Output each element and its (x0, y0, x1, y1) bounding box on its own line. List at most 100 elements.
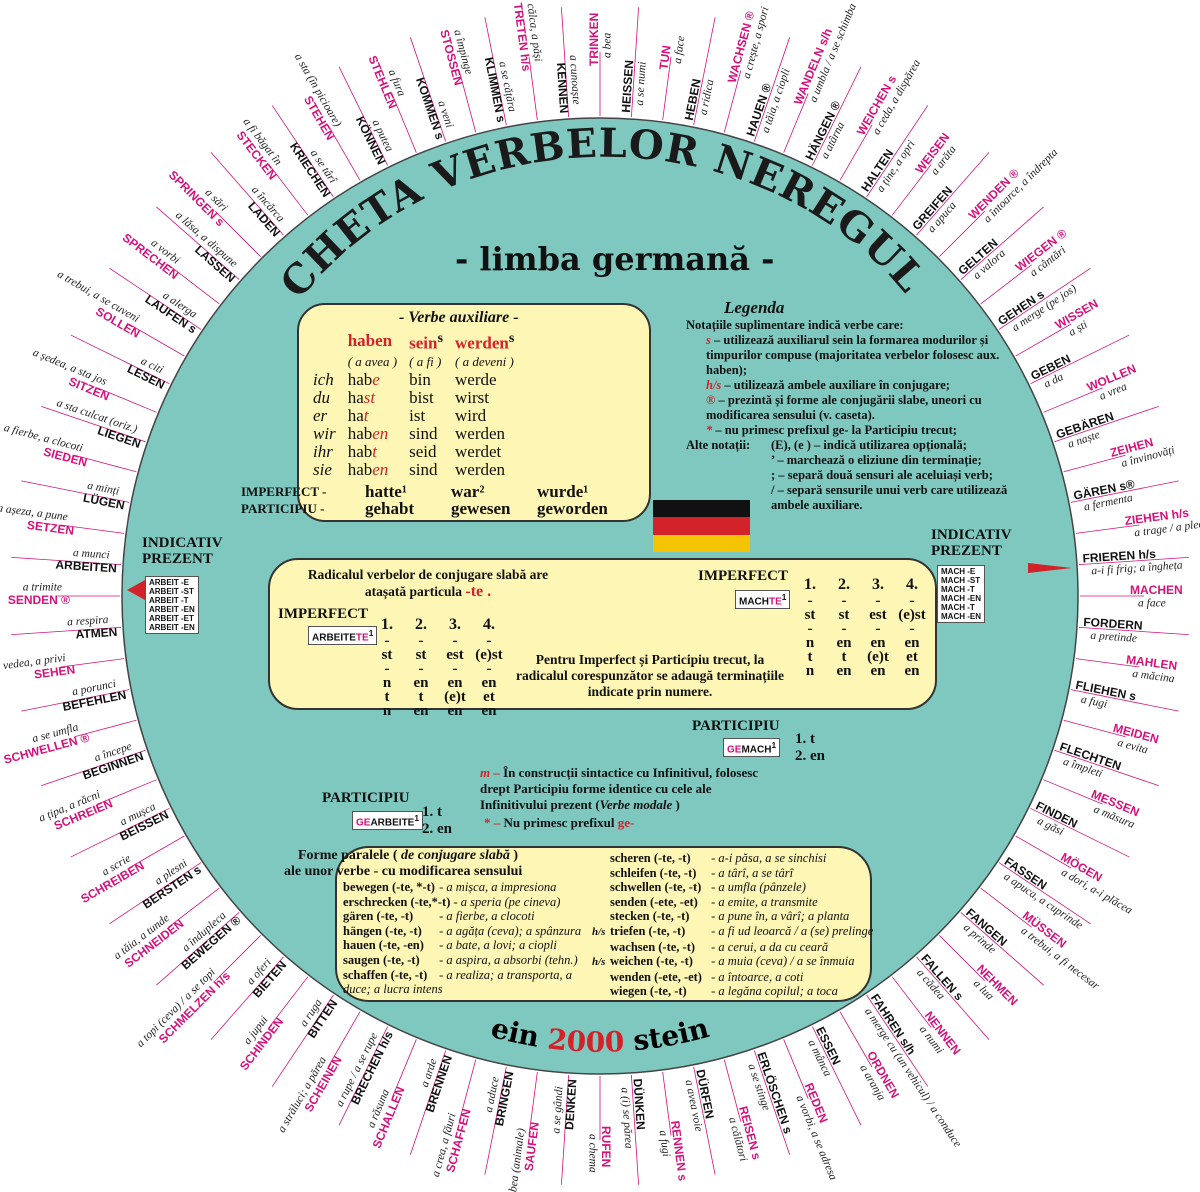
ring-divider (109, 267, 202, 330)
indicativ-form: MACH -T (941, 603, 975, 612)
ring-divider (1063, 719, 1126, 738)
ring-divider (939, 211, 985, 257)
ring-divider (1070, 689, 1179, 712)
indicativ-right-label: INDICATIV PREZENT (931, 527, 1012, 559)
ring-divider (1030, 334, 1130, 385)
ring-divider (156, 912, 240, 986)
ring-meaning: a face (1138, 598, 1166, 610)
ring-verb: SENDEN ® (8, 593, 70, 607)
ring-divider (268, 164, 309, 216)
ring-divider (916, 956, 990, 1040)
indicativ-form: MACH -T (941, 585, 975, 594)
ring-verb: ATMEN (75, 625, 118, 642)
ring-meaning: a-i fi frig; a îngheța (1091, 559, 1183, 577)
ring-divider (210, 152, 284, 236)
ring-divider (960, 912, 1044, 986)
footer-number: 2000 (546, 1022, 625, 1058)
ring-divider (960, 206, 1044, 280)
ring-divider (630, 1074, 639, 1185)
ring-divider (327, 1011, 361, 1068)
ring-divider (916, 152, 990, 236)
ring-divider (561, 1074, 570, 1185)
ring-entry-inner[interactable]: FRIEREN h/sa-i fi frig; a îngheța (1080, 547, 1183, 597)
ring-verb: SEHEN (33, 662, 76, 681)
legend-other-item: ; – separă două sensuri ale aceluiași ve… (771, 468, 993, 482)
ring-divider (11, 557, 122, 566)
indicativ-form: ARBEIT -ET (149, 614, 194, 623)
ring-meaning: a bea (602, 33, 614, 58)
ring-entry-inner[interactable]: KOMMEN sa veni (413, 70, 477, 142)
ring-divider (391, 1039, 417, 1099)
modal-note: m – În construcții sintactice cu Infinit… (480, 765, 759, 812)
ring-divider (1063, 454, 1126, 473)
parallel-forms-box (335, 846, 872, 1002)
ring-divider (41, 405, 146, 443)
ring-divider (21, 689, 130, 712)
parallel-form-row: wenden (-ete, -et) - a întoarce, a coti (610, 969, 804, 984)
ring-divider (1075, 658, 1140, 668)
ring-divider (271, 105, 334, 198)
auxiliary-verbs-box: - Verbe auxiliare - haben seins werdens … (241, 303, 651, 522)
ring-divider (268, 976, 309, 1028)
pointer-left-icon (127, 580, 145, 600)
ring-meaning: a chema (586, 1134, 598, 1173)
ring-entry-outer[interactable]: SENDEN ®a trimite (8, 557, 122, 607)
ring-entry-inner[interactable]: HAUEN ®a tăia, a ciopli (743, 67, 809, 153)
ring-divider (1043, 387, 1103, 413)
parallel-form-row: scheren (-te, -t) - a-i păsa, a se sinch… (610, 851, 827, 865)
ring-meaning: a respira (67, 614, 109, 629)
ring-divider (484, 1066, 507, 1175)
ring-divider (866, 105, 929, 198)
ring-divider (811, 1026, 862, 1126)
legend-item: * – nu primesc prefixul ge- la Participi… (706, 423, 957, 437)
ring-divider (662, 56, 672, 121)
ring-divider (1043, 779, 1103, 805)
ring-divider (338, 1026, 389, 1126)
ring-divider (11, 626, 122, 635)
indicativ-form: MACH -EN (941, 612, 981, 621)
pointer-right-icon (1028, 563, 1072, 573)
imperfect-left-label: IMPERFECT (278, 606, 368, 622)
parallel-form-row: wachsen (-te, -t) - a cerui, a da cu cea… (610, 939, 829, 954)
legend-other-item: ’ – marchează o eliziune din terminație; (771, 453, 982, 467)
ring-divider (21, 480, 130, 503)
ring-divider (338, 66, 389, 166)
legend-other-item: / – separă sensurile unui verb care util… (771, 483, 1008, 512)
ring-divider (783, 1039, 809, 1099)
ring-divider (1078, 626, 1189, 635)
ring-divider (693, 1066, 716, 1175)
ring-divider (70, 334, 170, 385)
ring-meaning: a sta culcat (oriz.) (55, 397, 139, 436)
ring-verb: SAUFEN (522, 1121, 542, 1172)
ring-divider (528, 1071, 538, 1136)
ring-divider (1054, 405, 1159, 443)
ring-divider (458, 1059, 477, 1122)
parallel-form-row: schaffen (-te, -t) - a realiza; a transp… (343, 967, 572, 997)
